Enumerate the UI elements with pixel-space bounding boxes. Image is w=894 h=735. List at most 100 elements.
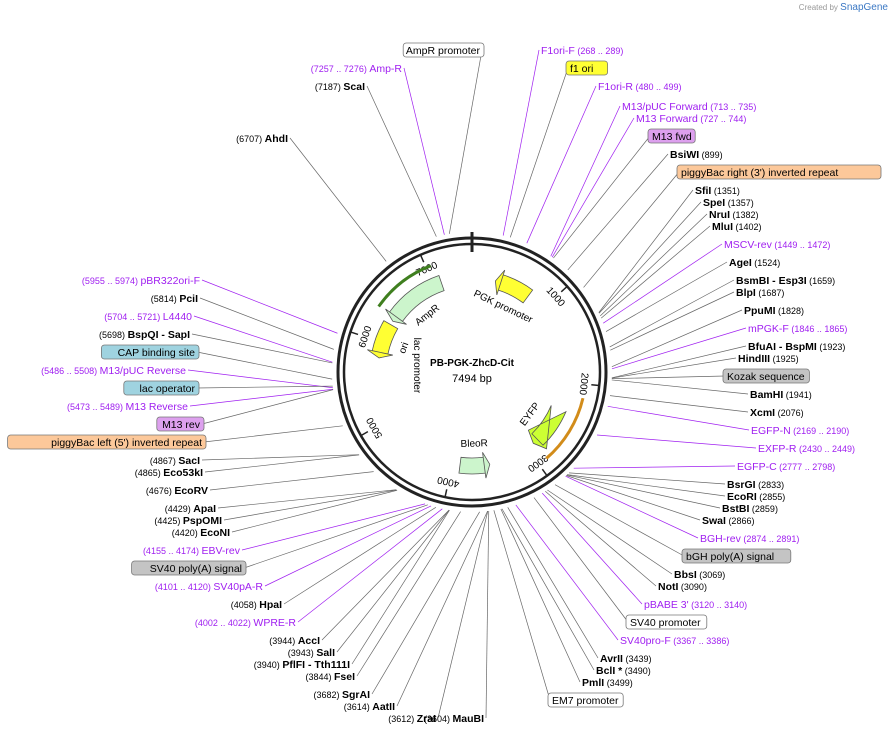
tick-mark: [350, 331, 359, 336]
site-name: F1ori-F: [541, 45, 575, 57]
leader-line: [485, 510, 490, 719]
site-label: (3682) SgrAI: [313, 689, 370, 701]
site-position: (1659): [807, 276, 836, 286]
site-position: (480 .. 499): [633, 82, 682, 92]
leader-line: [204, 454, 360, 473]
site-position: (3090): [678, 582, 707, 592]
site-label: BamHI (1941): [750, 389, 812, 401]
site-label: (3943) SalI: [288, 647, 335, 659]
tick-mark: [560, 285, 568, 293]
tick-mark: [444, 489, 448, 498]
site-position: (2777 .. 2798): [777, 462, 836, 472]
site-name: AatII: [372, 701, 395, 713]
site-name: AhdI: [265, 133, 288, 145]
site-bsiwi: BsiWI (899): [670, 149, 723, 161]
leader-line: [201, 389, 334, 425]
site-bgh-rev: BGH-rev (2874 .. 2891): [700, 533, 799, 545]
site-position: (5698): [99, 330, 128, 340]
site-label: MSCV-rev (1449 .. 1472): [724, 239, 830, 251]
leader-line: [607, 405, 750, 431]
leader-line: [507, 507, 599, 659]
site-pflfi: (3940) PflFI - Tth111I: [254, 659, 350, 671]
site-ecori: EcoRI (2855): [727, 491, 785, 503]
site-label: (5704 .. 5721) L4440: [104, 311, 192, 323]
leader-line: [533, 497, 629, 623]
tick-label: 4000: [436, 474, 460, 490]
site-position: (1925): [770, 354, 799, 364]
site-maubi: (3604) MauBI: [424, 713, 484, 725]
feature-label-box: [123, 380, 200, 396]
site-extra: - SapI: [158, 329, 190, 341]
leader-line: [448, 49, 483, 234]
site-position: (1846 .. 1865): [789, 324, 848, 334]
leader-line: [611, 357, 737, 379]
site-name: BclI *: [596, 665, 623, 677]
site-ecorv: (4676) EcoRV: [146, 485, 208, 497]
site-kozak-sequence: Kozak sequence: [722, 368, 810, 384]
site-position: (4155 .. 4174): [143, 546, 202, 556]
site-position: (3682): [313, 690, 342, 700]
site-f1-ori: f1 ori: [565, 60, 608, 76]
site-position: (2076): [775, 408, 804, 418]
site-mpgk-f: mPGK-F (1846 .. 1865): [748, 323, 847, 335]
leader-line: [501, 508, 595, 671]
leader-line: [189, 388, 334, 407]
site-m13-puc-reverse: (5486 .. 5508) M13/pUC Reverse: [41, 365, 186, 377]
site-position: (3069): [697, 570, 726, 580]
site-name: BsrGI: [727, 479, 756, 491]
site-name: SfiI: [695, 185, 711, 197]
leader-line: [396, 510, 488, 707]
feature-label-box: [625, 614, 708, 630]
site-position: (3943): [288, 648, 317, 658]
site-name: SV40pro-F: [620, 635, 671, 647]
leader-line: [553, 135, 651, 259]
site-position: (2874 .. 2891): [741, 534, 800, 544]
site-label: EXFP-R (2430 .. 2449): [758, 443, 855, 455]
site-m13-rev: M13 rev: [156, 416, 205, 432]
site-label: HindIII (1925): [738, 353, 799, 365]
site-position: (1923): [817, 342, 846, 352]
feature-label: lac operator: [140, 383, 196, 395]
site-sv40-poly-a-signal: SV40 poly(A) signal: [131, 560, 247, 576]
site-label: (5955 .. 5974) pBR322ori-F: [82, 275, 200, 287]
site-mlui: MluI (1402): [712, 221, 762, 233]
leader-line: [567, 153, 669, 271]
leader-line: [611, 345, 747, 379]
site-position: (4058): [231, 600, 260, 610]
site-label: (4867) SacI: [150, 455, 200, 467]
site-name: ScaI: [343, 81, 365, 93]
site-label: BstBI (2859): [722, 503, 778, 515]
leader-line: [191, 333, 333, 364]
site-l4440: (5704 .. 5721) L4440: [104, 311, 192, 323]
leader-line: [554, 484, 685, 557]
site-position: (3120 .. 3140): [689, 600, 748, 610]
site-sgrai: (3682) SgrAI: [313, 689, 370, 701]
site-name: AccI: [298, 635, 320, 647]
site-agei: AgeI (1524): [729, 257, 780, 269]
site-label: SV40pro-F (3367 .. 3386): [620, 635, 729, 647]
site-name: ZraI: [417, 713, 436, 725]
leader-line: [321, 509, 450, 641]
site-label: (4101 .. 4120) SV40pA-R: [155, 581, 264, 593]
site-position: (4429): [165, 504, 194, 514]
site-name: HpaI: [259, 599, 282, 611]
site-label: AgeI (1524): [729, 257, 780, 269]
site-bstbi: BstBI (2859): [722, 503, 778, 515]
leader-line: [283, 506, 437, 605]
site-apai: (4429) ApaI: [165, 503, 216, 515]
leader-line: [500, 508, 581, 683]
site-label: F1ori-F (268 .. 289): [541, 45, 623, 57]
site-name: L4440: [163, 311, 192, 323]
leader-line: [243, 504, 428, 569]
site-position: (4101 .. 4120): [155, 582, 214, 592]
site-name: F1ori-R: [598, 81, 633, 93]
feature-label-box: [722, 368, 810, 384]
site-label: BbsI (3069): [674, 569, 725, 581]
site-bsmbi: BsmBI - Esp3I (1659): [736, 275, 835, 287]
site-label: mPGK-F (1846 .. 1865): [748, 323, 847, 335]
site-name: SpeI: [703, 197, 725, 209]
site-label: (4676) EcoRV: [146, 485, 208, 497]
feature-arrow: [458, 452, 491, 479]
site-egfp-c: EGFP-C (2777 .. 2798): [737, 461, 835, 473]
